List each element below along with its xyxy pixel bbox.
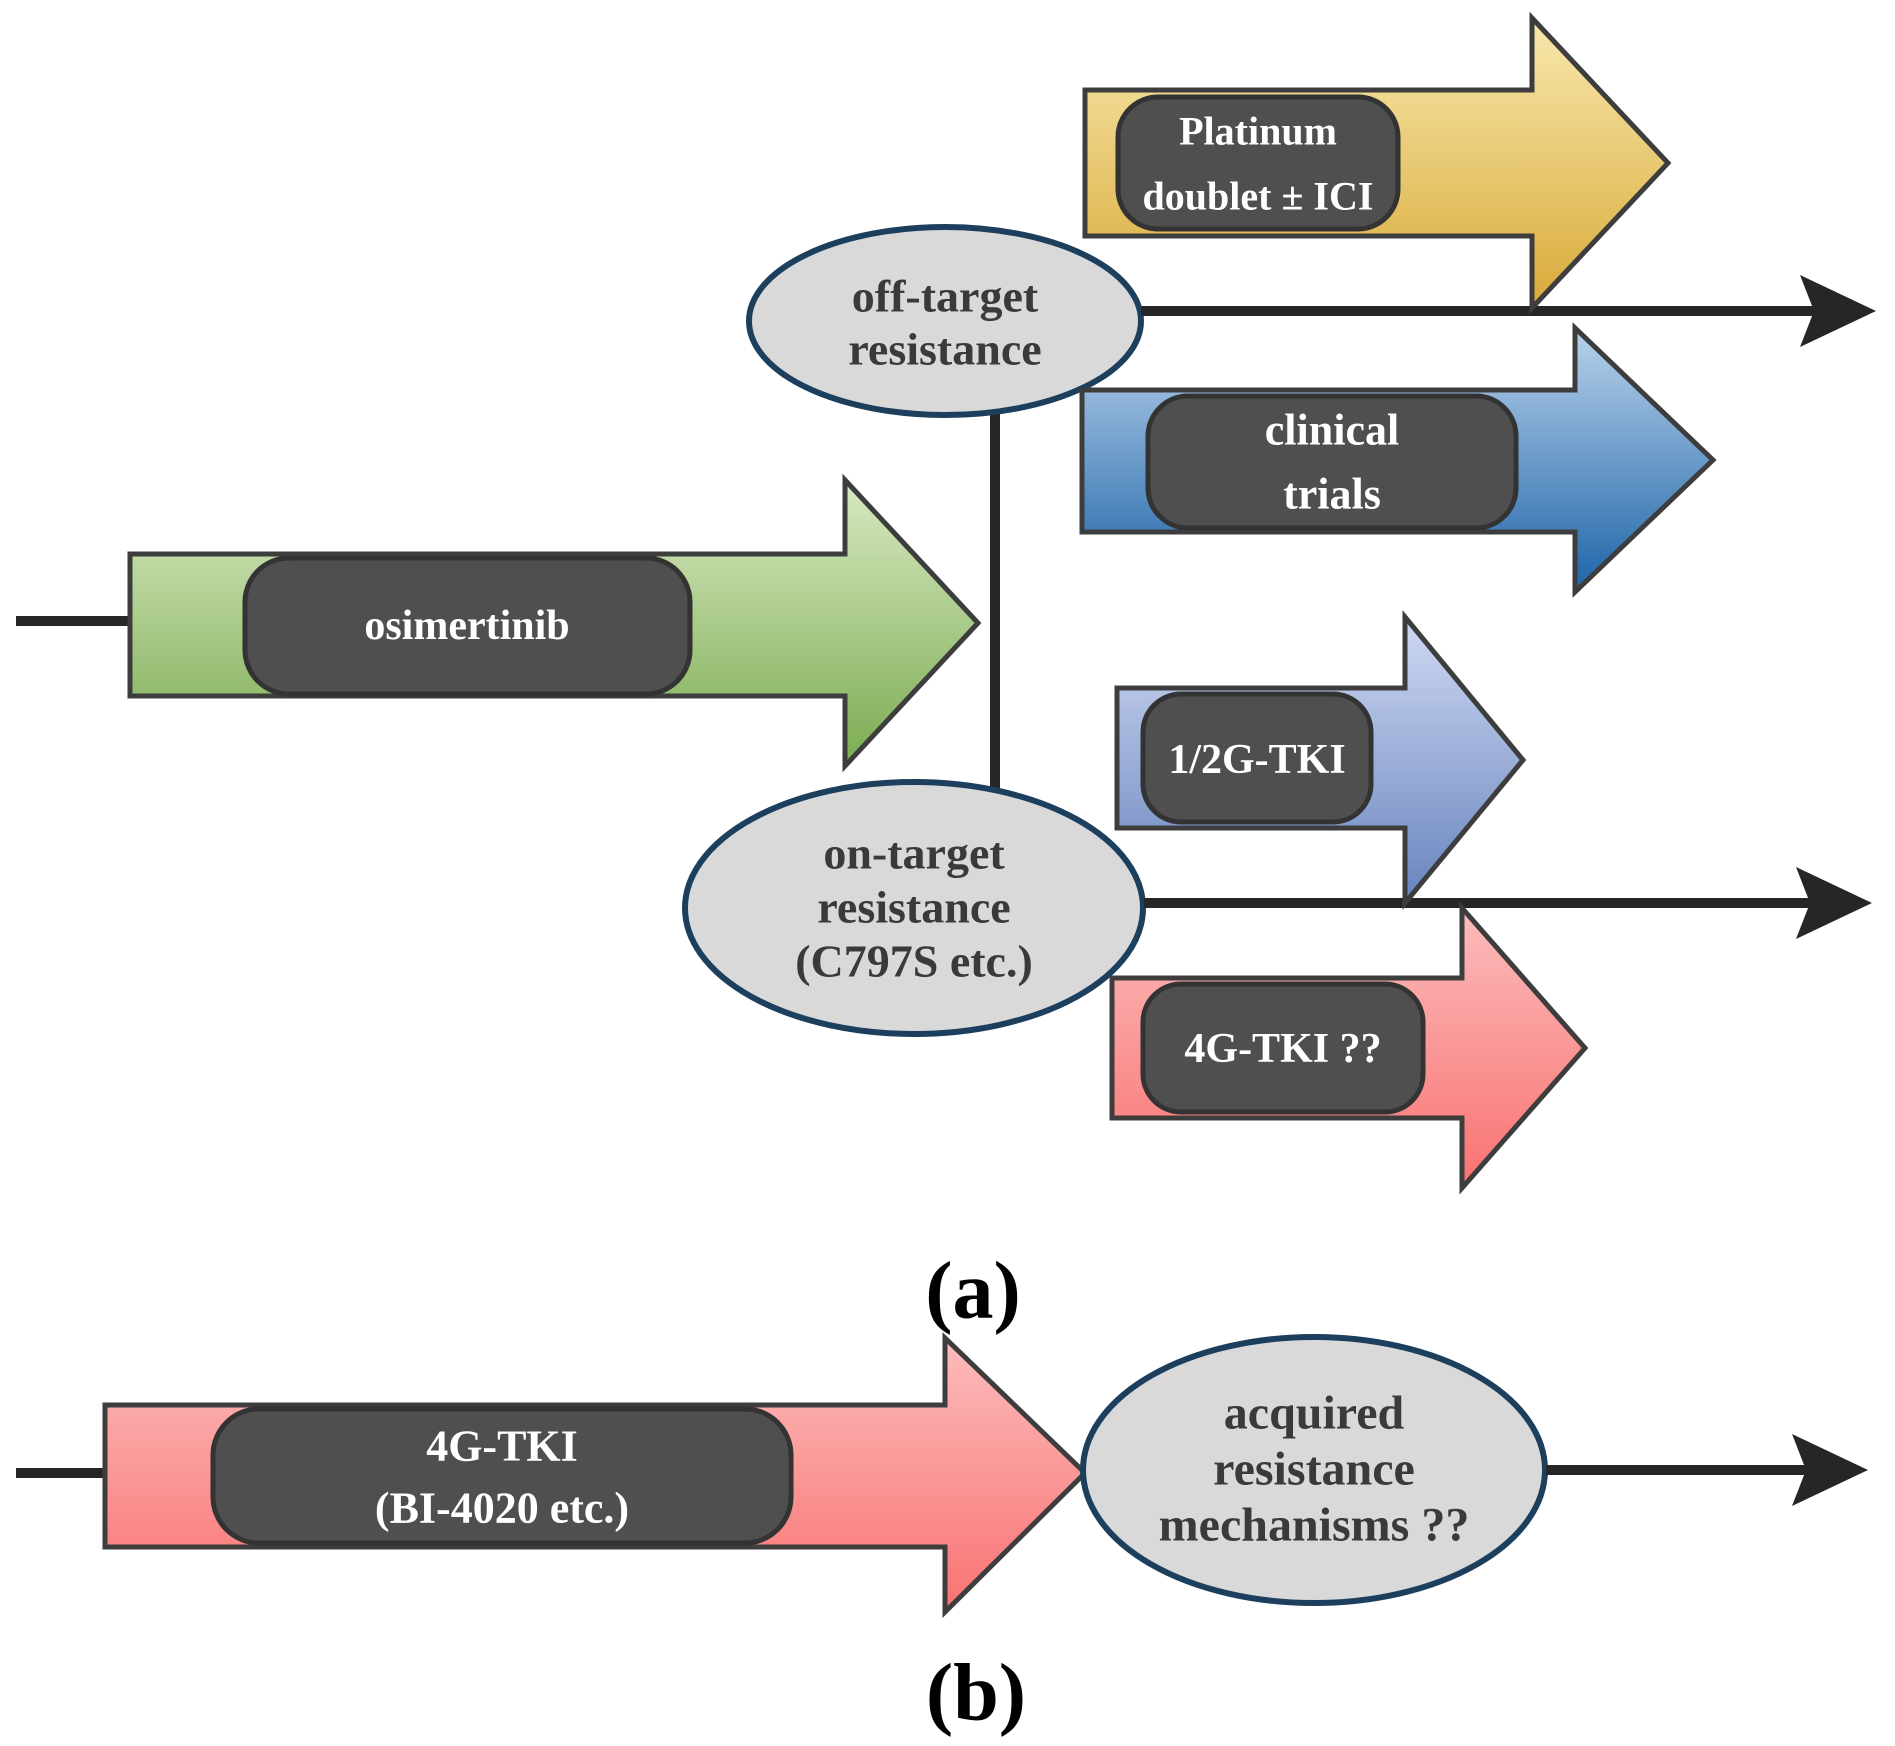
tki4-question-label-box xyxy=(1140,981,1426,1115)
tki4-bi4020-label-box xyxy=(210,1406,794,1546)
acquired-resistance-label-line: mechanisms ?? xyxy=(1159,1499,1470,1552)
off-target-ellipse xyxy=(746,224,1144,418)
tki12-label-box xyxy=(1140,691,1374,825)
acquired-timeline-arrowhead-icon xyxy=(1792,1434,1868,1506)
clinical-trials-label-line: trials xyxy=(1283,470,1381,519)
platinum-label-box xyxy=(1115,94,1401,232)
tki4-question-label: 4G-TKI ?? xyxy=(1184,1026,1381,1072)
platinum-label-line: doublet ± ICI xyxy=(1143,174,1374,219)
osimertinib-label: osimertinib xyxy=(364,603,569,649)
acquired-resistance-ellipse xyxy=(1080,1334,1548,1606)
acquired-resistance-label-line: acquired xyxy=(1224,1387,1405,1440)
on-target-ellipse xyxy=(682,779,1146,1037)
on-target-timeline-arrowhead-icon xyxy=(1796,867,1872,939)
off-target-label-line: off-target xyxy=(852,271,1039,322)
acquired-resistance-label-line: resistance xyxy=(1213,1443,1415,1496)
on-target-label-line: resistance xyxy=(817,882,1010,933)
tki4-bi4020-label-line: (BI-4020 etc.) xyxy=(375,1484,629,1533)
platinum-label-line: Platinum xyxy=(1179,109,1337,154)
osimertinib-label-box xyxy=(242,555,693,697)
on-target-label-line: on-target xyxy=(823,828,1005,879)
tki4-bi4020-label-line: 4G-TKI xyxy=(426,1422,578,1471)
off-target-timeline-arrowhead-icon xyxy=(1800,275,1876,347)
clinical-trials-label-box xyxy=(1145,393,1519,531)
on-target-label-line: (C797S etc.) xyxy=(795,936,1033,987)
panel-b-caption: (b) xyxy=(926,1647,1026,1738)
clinical-trials-label-line: clinical xyxy=(1265,406,1399,455)
panel-a-caption: (a) xyxy=(925,1245,1021,1336)
tki12-label: 1/2G-TKI xyxy=(1168,737,1345,783)
off-target-label-line: resistance xyxy=(848,324,1041,375)
